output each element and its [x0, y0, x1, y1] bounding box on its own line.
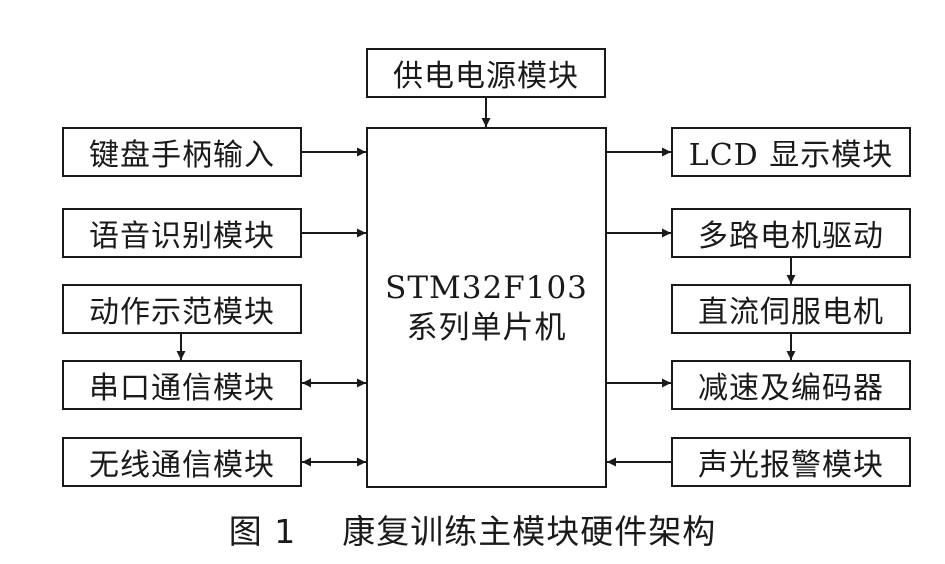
- reducer-encoder-label: 减速及编码器: [698, 371, 884, 406]
- mcu-block: STM32F103 系列单片机: [366, 127, 607, 488]
- motor-drive-module: 多路电机驱动: [671, 208, 911, 258]
- action-demo-module: 动作示范模块: [62, 284, 302, 334]
- voice-recognition-label: 语音识别模块: [89, 219, 275, 254]
- serial-comm-label: 串口通信模块: [89, 371, 275, 406]
- lcd-display-module: LCD 显示模块: [671, 127, 911, 177]
- sound-light-alarm-module: 声光报警模块: [671, 437, 911, 487]
- reducer-encoder: 减速及编码器: [671, 360, 911, 410]
- wireless-comm-label: 无线通信模块: [89, 448, 275, 483]
- keyboard-input-module: 键盘手柄输入: [62, 127, 302, 177]
- sound-light-alarm-label: 声光报警模块: [698, 448, 884, 483]
- power-supply-label: 供电电源模块: [393, 59, 579, 94]
- wireless-comm-module: 无线通信模块: [62, 437, 302, 487]
- dc-servo-motor: 直流伺服电机: [671, 284, 911, 334]
- motor-drive-label: 多路电机驱动: [698, 219, 884, 254]
- serial-comm-module: 串口通信模块: [62, 360, 302, 410]
- keyboard-input-label: 键盘手柄输入: [89, 138, 275, 173]
- action-demo-label: 动作示范模块: [89, 295, 275, 330]
- lcd-display-label: LCD 显示模块: [688, 138, 894, 173]
- dc-servo-motor-label: 直流伺服电机: [698, 295, 884, 330]
- figure-caption: 图 1 康复训练主模块硬件架构: [0, 505, 945, 553]
- mcu-series-label: 系列单片机: [406, 309, 567, 346]
- power-supply-module: 供电电源模块: [366, 48, 606, 98]
- mcu-model-label: STM32F103: [385, 269, 588, 306]
- voice-recognition-module: 语音识别模块: [62, 208, 302, 258]
- figure-title: 康复训练主模块硬件架构: [342, 512, 717, 551]
- figure-number: 图 1: [228, 512, 297, 551]
